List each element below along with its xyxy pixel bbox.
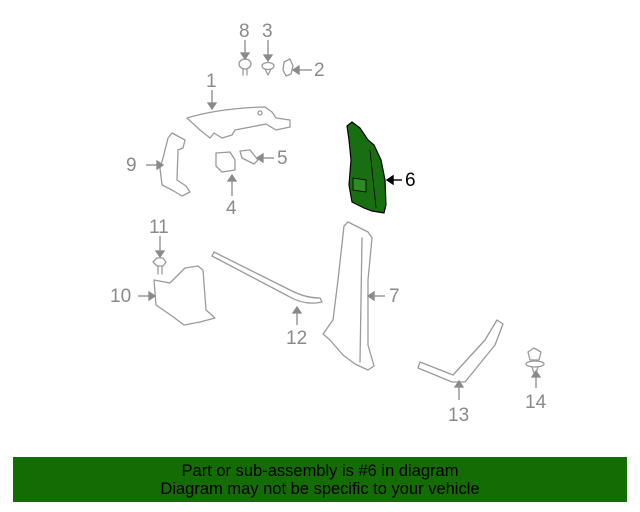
- callout-13[interactable]: 13: [448, 405, 470, 426]
- part-8-retainer: [238, 58, 252, 76]
- callout-2[interactable]: 2: [314, 60, 325, 81]
- banner-line-2: Diagram may not be specific to your vehi…: [160, 479, 480, 498]
- callout-11[interactable]: 11: [149, 217, 169, 238]
- part-6-highlighted: [346, 121, 387, 214]
- callout-7[interactable]: 7: [389, 286, 400, 307]
- callout-8[interactable]: 8: [239, 21, 250, 42]
- part-13-scuff: [417, 319, 504, 383]
- callout-9[interactable]: 9: [126, 155, 137, 176]
- callout-1[interactable]: 1: [206, 71, 217, 92]
- callout-12[interactable]: 12: [286, 328, 308, 349]
- part-14-clip: [525, 347, 545, 377]
- part-7-pillar: [322, 221, 375, 371]
- part-5-clip: [239, 149, 259, 165]
- part-4-bracket: [215, 151, 236, 173]
- diagram-drawing: [138, 40, 545, 400]
- callout-14[interactable]: 14: [525, 392, 547, 413]
- part-9-side-trim: [159, 132, 191, 197]
- part-3-retainer: [261, 61, 275, 76]
- callout-4[interactable]: 4: [226, 198, 237, 219]
- parts-diagram: 8 3 2 1 9 5 4 6 11 10 12 7 13 14: [110, 21, 547, 426]
- part-10-bracket: [153, 265, 216, 326]
- banner-line-1: Part or sub-assembly is #6 in diagram: [181, 461, 459, 480]
- callout-5[interactable]: 5: [277, 148, 288, 169]
- part-1-trim: [186, 106, 291, 139]
- part-info-banner: Part or sub-assembly is #6 in diagram Di…: [13, 457, 627, 502]
- part-2-clip: [282, 58, 294, 77]
- callout-6[interactable]: 6: [405, 170, 416, 191]
- callout-10[interactable]: 10: [110, 286, 132, 307]
- part-11-bolt: [152, 257, 167, 275]
- part-12-weatherstrip: [211, 251, 323, 304]
- callout-3[interactable]: 3: [262, 21, 273, 42]
